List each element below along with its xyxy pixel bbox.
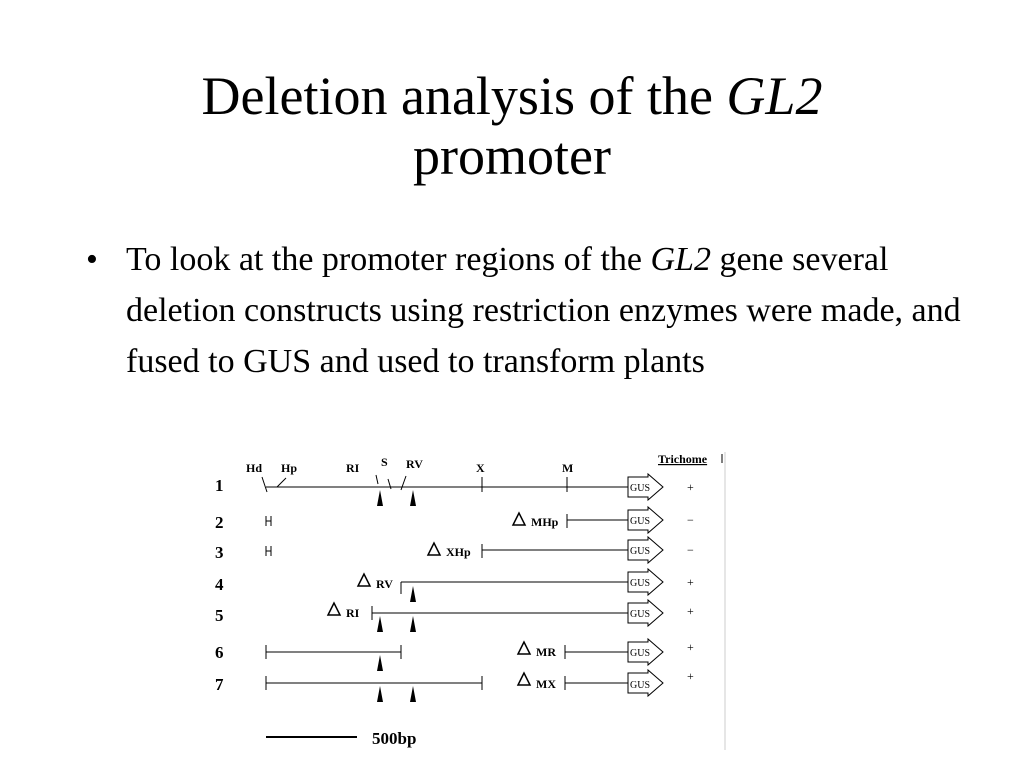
deletion-label: RI [346,606,360,620]
row-number: 6 [215,643,224,662]
scale-bar-label: 500bp [372,729,416,748]
trichome-header: Trichome [658,452,708,466]
construct-row-4: 4 RV GUS + [215,567,694,602]
element-marker [377,686,383,702]
gus-label: GUS [630,609,650,620]
trichome-phenotype: − [687,513,694,527]
title-line1: Deletion analysis of the [201,66,727,126]
gus-arrow [627,505,664,535]
gus-arrow [627,637,664,667]
row-number: 5 [215,606,224,625]
hd-site-tick [261,476,268,493]
bullet-post: gene several deletion constructs using r… [126,241,961,380]
bullet-point: • To look at the promoter regions of the… [86,234,966,387]
site-label-s: S [381,455,388,469]
bullet-gene: GL2 [650,241,711,278]
gus-label: GUS [630,680,650,691]
trichome-phenotype: + [687,604,694,618]
element-marker [410,490,416,506]
element-marker [410,586,416,602]
delta-symbol [356,572,372,587]
trichome-phenotype: + [687,480,694,494]
deletion-label: MX [536,677,556,691]
site-label-rv: RV [406,457,423,471]
gus-label: GUS [630,516,650,527]
construct-row-6: 6 MR GUS + [215,637,694,671]
construct-row-7: 7 MX GUS + [215,668,694,702]
element-marker [410,686,416,702]
hp-site-tick [276,477,287,488]
gus-arrow [627,472,664,502]
trichome-phenotype: − [687,543,694,557]
deletion-label: MHp [531,515,559,529]
row-number: 7 [215,675,224,694]
row-number: 3 [215,543,224,562]
row-number: 1 [215,476,224,495]
element-marker [410,616,416,632]
row-number: 4 [215,575,224,594]
element-marker [377,490,383,506]
gus-label: GUS [630,483,650,494]
gus-arrow [627,535,664,565]
title-line2: promoter [413,126,611,186]
ri-site-tick [375,474,379,485]
trichome-phenotype: + [687,575,694,589]
trichome-phenotype: + [687,669,694,683]
construct-row-1: 1 GUS + [215,472,694,506]
gus-arrow [627,567,664,597]
rv-site-tick [400,475,407,491]
delta-symbol [516,671,532,686]
slide-title: Deletion analysis of the GL2 promoter [0,66,1024,186]
deletion-label: RV [376,577,393,591]
gus-label: GUS [630,578,650,589]
delta-symbol [426,541,442,556]
gus-label: GUS [630,648,650,659]
site-label-hd: Hd [246,461,262,475]
bullet-text: To look at the promoter regions of the G… [126,234,966,387]
site-label-x: X [476,461,485,475]
trichome-phenotype: + [687,640,694,654]
construct-row-3: 3 XHp GUS − [215,535,694,565]
title-gene: GL2 [726,66,823,126]
construct-row-5: 5 RI GUS + [215,598,694,632]
site-label-ri: RI [346,461,360,475]
bullet-pre: To look at the promoter regions of the [126,241,651,278]
gus-arrow [627,668,664,698]
gus-label: GUS [630,546,650,557]
delta-symbol [511,511,527,526]
element-marker [377,616,383,632]
deletion-label: XHp [446,545,471,559]
delta-symbol [516,640,532,655]
element-marker [377,655,383,671]
deletion-label: MR [536,645,556,659]
site-label-hp: Hp [281,461,297,475]
gus-arrow [627,598,664,628]
row-number: 2 [215,513,224,532]
delta-symbol [326,601,342,616]
bullet-marker: • [86,241,98,278]
s-site-tick [387,478,392,490]
site-label-m: M [562,461,573,475]
construct-row-2: 2 MHp GUS − [215,505,694,535]
